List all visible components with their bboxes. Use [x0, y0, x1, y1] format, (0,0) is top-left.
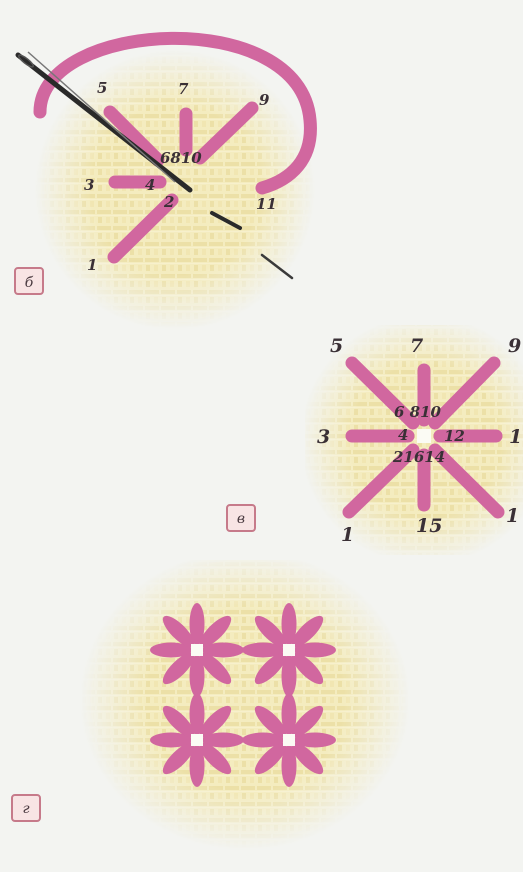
label-9: 9: [508, 335, 521, 357]
label-3: 3: [84, 176, 94, 194]
label-7: 7: [178, 80, 189, 98]
center-hole: [191, 644, 203, 656]
label-1: 1: [87, 256, 97, 274]
center-hole: [283, 734, 295, 746]
label-9: 9: [259, 91, 270, 109]
label-11: 11: [256, 195, 277, 213]
center-hole: [191, 734, 203, 746]
fabric-patch: [80, 560, 410, 850]
label-2: 2: [163, 193, 174, 211]
star-motif: [150, 693, 244, 787]
label-3: 3: [317, 426, 330, 448]
panel-v-badge: в: [227, 505, 255, 531]
label-5: 5: [330, 335, 343, 357]
center-hole: [417, 429, 431, 443]
label-upper-center: 6 810: [394, 403, 442, 421]
svg-text:г: г: [22, 801, 29, 817]
star-motif: [242, 603, 336, 697]
panel-g: г: [12, 560, 410, 850]
label-12: 12: [444, 427, 465, 445]
star-motif: [242, 693, 336, 787]
label-4: 4: [398, 426, 408, 444]
label-1: 1: [341, 524, 354, 546]
label-lower-center: 21614: [392, 448, 445, 466]
panel-g-badge: г: [12, 795, 40, 821]
star-motif: [150, 603, 244, 697]
label-15: 15: [416, 515, 442, 537]
label-center: 6810: [160, 149, 202, 167]
panel-b-badge: б: [15, 268, 43, 294]
label-1-bottom-right: 1: [506, 505, 519, 527]
panel-b: 5 7 9 3 6810 4 2 11 1 б: [15, 38, 315, 330]
label-5: 5: [97, 79, 107, 97]
center-hole: [283, 644, 295, 656]
svg-text:б: б: [25, 275, 34, 291]
label-1-right: 1: [509, 426, 522, 448]
panel-v: 5 7 9 3 1 6 810 4 12 21614 1 15 1 в: [227, 325, 523, 555]
label-7: 7: [410, 335, 423, 357]
svg-text:в: в: [237, 511, 245, 527]
label-4: 4: [145, 176, 155, 194]
